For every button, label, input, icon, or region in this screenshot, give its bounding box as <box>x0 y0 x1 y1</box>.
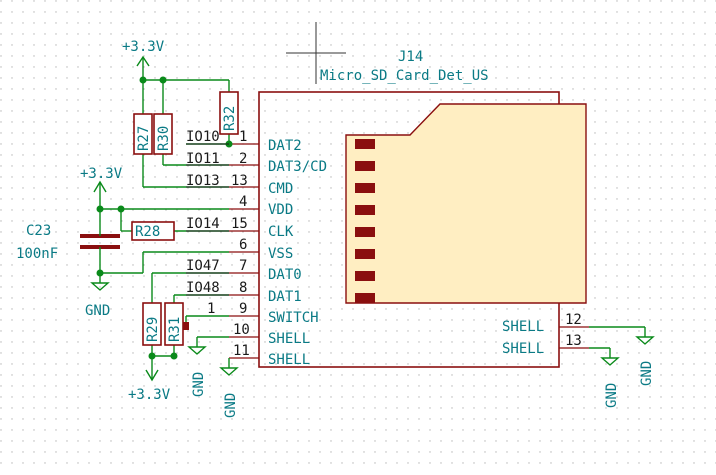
pin-name-shell-13: SHELL <box>502 341 544 357</box>
net-io10: IO10 <box>186 129 220 145</box>
pin-num-11: 11 <box>233 343 250 359</box>
pin-num-7: 7 <box>239 258 247 274</box>
net-io13: IO13 <box>186 173 220 189</box>
gnd-label-cap: GND <box>85 303 110 319</box>
gnd-pin11-icon <box>219 367 239 376</box>
r31-marker <box>183 322 189 330</box>
gnd-pin10-icon <box>187 346 207 355</box>
resistor-r30[interactable] <box>153 113 173 155</box>
pin-num-9: 9 <box>239 301 247 317</box>
card-pads <box>355 139 375 303</box>
pin-name-dat2: DAT2 <box>268 138 302 154</box>
label-r32: R32 <box>222 106 238 131</box>
pin-num-6: 6 <box>239 237 247 253</box>
power-arrow-top-icon <box>136 55 150 67</box>
pin-num-12: 12 <box>565 312 582 328</box>
crosshair-cursor-icon <box>286 22 346 84</box>
pin-num-4: 4 <box>239 194 247 210</box>
gnd-pin12-icon <box>635 336 655 345</box>
connector-ref: J14 <box>398 49 423 65</box>
power-label-top: +3.3V <box>122 39 165 55</box>
pin-name-shell-10: SHELL <box>268 331 310 347</box>
label-r28: R28 <box>135 224 160 240</box>
label-r29: R29 <box>145 317 161 342</box>
pin-name-dat0: DAT0 <box>268 267 302 283</box>
net-io11: IO11 <box>186 151 220 167</box>
power-label-mid: +3.3V <box>80 166 123 182</box>
capacitor-value: 100nF <box>16 246 58 262</box>
pin-num-2: 2 <box>239 151 247 167</box>
capacitor-c23[interactable] <box>80 232 120 250</box>
connector-j14[interactable] <box>258 91 587 368</box>
left-pin-lines <box>229 143 589 359</box>
pin-name-vdd: VDD <box>268 202 293 218</box>
junction-dots <box>96 76 233 360</box>
card-outline <box>345 103 587 304</box>
label-r27: R27 <box>136 126 152 151</box>
gnd-cap-icon <box>90 282 110 291</box>
pin-num-13: 13 <box>231 173 248 189</box>
net-io47: IO47 <box>186 258 220 274</box>
gnd-label-pin10: GND <box>191 372 207 397</box>
pin-num-15: 15 <box>231 216 248 232</box>
net-io48: IO48 <box>186 280 220 296</box>
pin-num-13-right: 13 <box>565 333 582 349</box>
pin-num-10: 10 <box>233 322 250 338</box>
power-arrow-mid-icon <box>93 180 107 193</box>
gnd-label-pin11: GND <box>223 393 239 418</box>
pin-name-cmd: CMD <box>268 181 293 197</box>
net-underlines <box>186 143 229 296</box>
label-r30: R30 <box>156 126 172 151</box>
label-r31: R31 <box>167 317 183 342</box>
power-label-bottom: +3.3V <box>128 387 171 403</box>
pin-name-shell-12: SHELL <box>502 319 544 335</box>
pin-num-1: 1 <box>239 129 247 145</box>
pin-name-dat1: DAT1 <box>268 289 302 305</box>
resistor-r29[interactable] <box>142 302 162 346</box>
pin-name-shell-11: SHELL <box>268 352 310 368</box>
pin-num-switch-extra: 1 <box>207 301 215 317</box>
pin-name-clk: CLK <box>268 224 294 240</box>
connector-value: Micro_SD_Card_Det_US <box>320 68 489 84</box>
capacitor-ref: C23 <box>26 223 51 239</box>
resistor-r32[interactable] <box>219 91 239 135</box>
pin-name-dat3: DAT3/CD <box>268 159 327 175</box>
resistor-r27[interactable] <box>133 113 153 155</box>
pin-num-8: 8 <box>239 280 247 296</box>
gnd-label-pin13: GND <box>604 383 620 408</box>
pin-name-switch: SWITCH <box>268 310 319 326</box>
gnd-pin13-icon <box>600 357 620 366</box>
pin-name-vss: VSS <box>268 246 293 262</box>
power-arrow-bottom-icon <box>145 369 159 382</box>
resistor-r28[interactable] <box>131 221 175 241</box>
gnd-label-pin12: GND <box>639 361 655 386</box>
net-io14: IO14 <box>186 216 220 232</box>
